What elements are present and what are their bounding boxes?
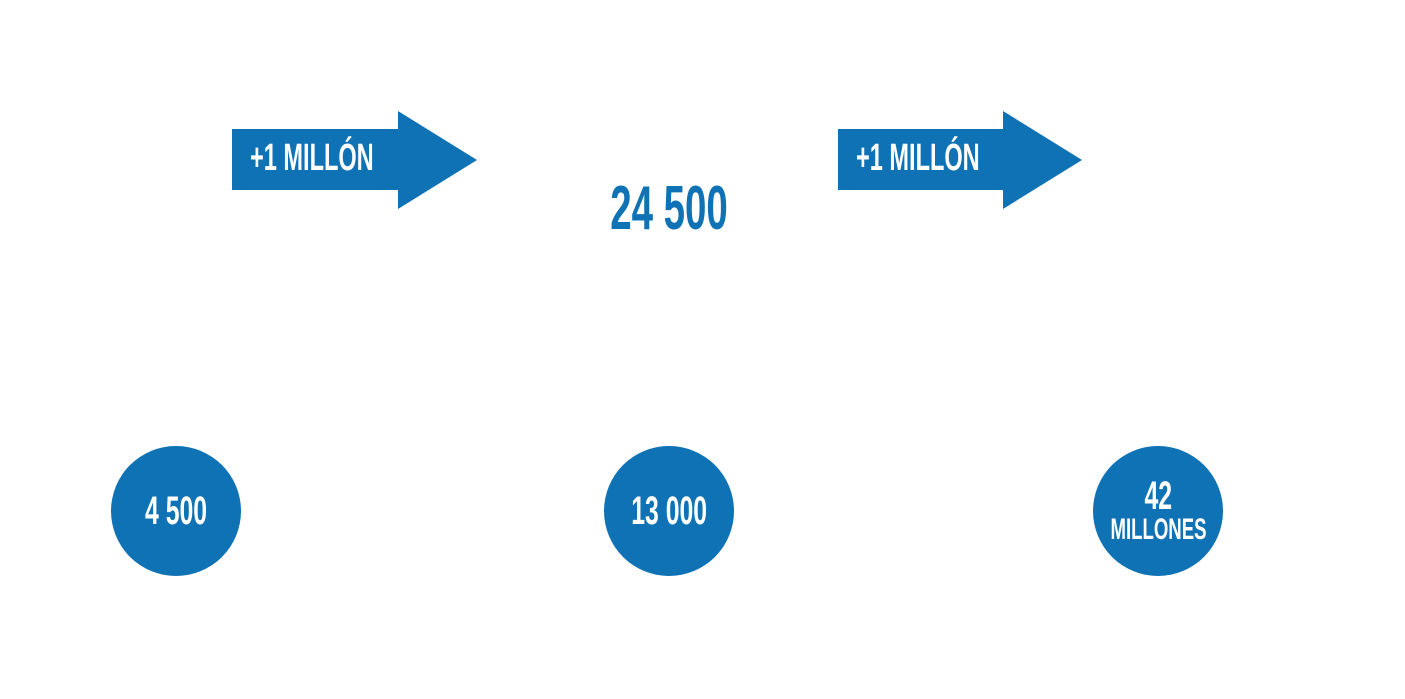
arrow-label: +1 MILLÓN [856,137,980,179]
circle-value: 42 [1144,474,1172,518]
circle-value-1: 4 500 [111,446,241,576]
circle-value: 4 500 [144,489,208,533]
circle-unit: MILLONES [1109,513,1207,546]
arrow-shape [838,111,1082,209]
arrow-2: +1 MILLÓN [838,110,1088,210]
arrow-1: +1 MILLÓN [232,110,482,210]
headline-value: 24 500 [610,174,728,243]
arrow-label: +1 MILLÓN [250,137,374,179]
circle-value: 13 000 [631,489,707,533]
circle-value-3: 42 MILLONES [1093,446,1223,576]
arrow-shape [232,111,477,209]
circle-value-2: 13 000 [604,446,734,576]
